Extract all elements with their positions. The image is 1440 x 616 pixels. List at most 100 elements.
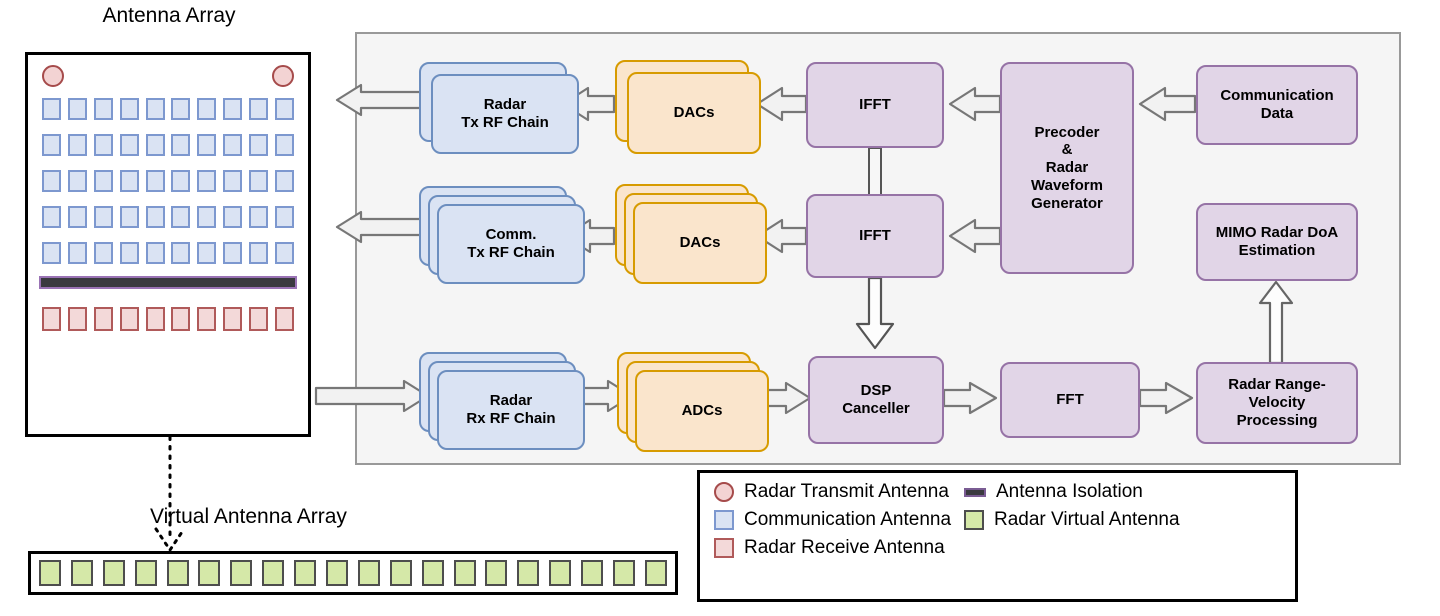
comm-tx-rf-chain-stack[interactable]: Comm.Tx RF Chain xyxy=(419,186,585,284)
antenna-array-box xyxy=(25,52,311,437)
communication-antenna-row xyxy=(42,242,294,264)
virtual-antenna-array-title: Virtual Antenna Array xyxy=(150,505,347,528)
radar-virtual-antenna xyxy=(198,560,221,586)
communication-antenna xyxy=(274,98,294,120)
comm-tx-rf-chain-block[interactable]: Comm.Tx RF Chain xyxy=(437,204,585,284)
legend-item-radar-transmit-antenna: Radar Transmit Antenna xyxy=(714,481,964,503)
radar-receive-antenna xyxy=(223,307,243,331)
communication-antenna xyxy=(223,134,243,156)
legend-item-antenna-isolation: Antenna Isolation xyxy=(964,481,1281,503)
communication-antenna xyxy=(197,134,217,156)
radar-virtual-antenna xyxy=(644,560,667,586)
communication-antenna xyxy=(197,206,217,228)
radar-receive-antenna xyxy=(67,307,87,331)
radar-receive-antenna-swatch-icon xyxy=(714,538,734,558)
radar-receive-antenna xyxy=(119,307,139,331)
communication-antenna xyxy=(67,170,87,192)
communication-antenna xyxy=(274,134,294,156)
communication-antenna xyxy=(197,170,217,192)
communication-antenna xyxy=(93,170,113,192)
communication-antenna xyxy=(223,170,243,192)
adcs-stack[interactable]: ADCs xyxy=(617,352,769,452)
fft-block[interactable]: FFT xyxy=(1000,362,1140,438)
radar-receive-antenna xyxy=(171,307,191,331)
dacs-top-block[interactable]: DACs xyxy=(627,72,761,154)
virtual-antenna-array-box xyxy=(28,551,678,595)
radar-virtual-antenna xyxy=(421,560,444,586)
communication-antenna xyxy=(67,134,87,156)
communication-antenna xyxy=(145,170,165,192)
radar-virtual-antenna xyxy=(453,560,476,586)
dacs-mid-block[interactable]: DACs xyxy=(633,202,767,284)
ifft-top-block[interactable]: IFFT xyxy=(806,62,944,148)
legend-label: Radar Receive Antenna xyxy=(744,537,945,558)
communication-antenna xyxy=(119,206,139,228)
communication-antenna-grid xyxy=(28,98,308,264)
legend-item-radar-virtual-antenna: Radar Virtual Antenna xyxy=(964,509,1281,531)
communication-antenna xyxy=(223,206,243,228)
communication-antenna xyxy=(67,242,87,264)
communication-antenna xyxy=(42,170,61,192)
radar-transmit-antenna-swatch-icon xyxy=(714,482,734,502)
radar-receive-antenna xyxy=(93,307,113,331)
radar-virtual-antenna xyxy=(389,560,412,586)
communication-antenna xyxy=(249,98,268,120)
communication-antenna xyxy=(119,170,139,192)
legend-item-communication-antenna: Communication Antenna xyxy=(714,509,964,531)
radar-virtual-antenna-swatch-icon xyxy=(964,510,984,530)
radar-virtual-antenna xyxy=(326,560,349,586)
communication-antenna xyxy=(67,98,87,120)
communication-antenna xyxy=(93,98,113,120)
legend-label: Antenna Isolation xyxy=(996,481,1143,502)
legend-label: Radar Virtual Antenna xyxy=(994,509,1180,530)
ifft-mid-block[interactable]: IFFT xyxy=(806,194,944,278)
radar-transmit-antenna-row xyxy=(42,65,294,87)
communication-antenna xyxy=(197,98,217,120)
communication-antenna xyxy=(119,134,139,156)
communication-antenna xyxy=(274,206,294,228)
radar-virtual-antenna xyxy=(485,560,508,586)
radar-virtual-antenna xyxy=(581,560,604,586)
communication-antenna xyxy=(42,206,61,228)
radar-virtual-antenna xyxy=(166,560,189,586)
communication-antenna-row xyxy=(42,206,294,228)
communication-antenna xyxy=(249,206,268,228)
radar-transmit-antenna xyxy=(42,65,64,87)
virtual-array-dotted-arrow xyxy=(154,437,186,552)
communication-antenna xyxy=(145,98,165,120)
communication-antenna xyxy=(42,242,61,264)
communication-antenna xyxy=(249,134,268,156)
antenna-array-title: Antenna Array xyxy=(102,4,236,27)
communication-antenna xyxy=(274,242,294,264)
communication-antenna xyxy=(249,242,268,264)
communication-antenna xyxy=(67,206,87,228)
radar-receive-antenna xyxy=(274,307,294,331)
communication-antenna xyxy=(249,170,268,192)
adcs-block[interactable]: ADCs xyxy=(635,370,769,452)
radar-receive-antenna xyxy=(197,307,217,331)
communication-antenna xyxy=(171,134,191,156)
legend-item-radar-receive-antenna: Radar Receive Antenna xyxy=(714,537,964,559)
communication-antenna xyxy=(223,98,243,120)
communication-antenna xyxy=(119,98,139,120)
radar-virtual-antenna xyxy=(102,560,125,586)
communication-antenna xyxy=(274,170,294,192)
radar-virtual-antenna xyxy=(230,560,253,586)
communication-antenna xyxy=(145,134,165,156)
radar-receive-antenna xyxy=(42,307,61,331)
radar-transmit-antenna xyxy=(272,65,294,87)
radar-receive-antenna xyxy=(249,307,268,331)
dacs-top-stack[interactable]: DACs xyxy=(615,60,761,154)
dacs-mid-stack[interactable]: DACs xyxy=(615,184,767,284)
radar-receive-antenna xyxy=(145,307,165,331)
